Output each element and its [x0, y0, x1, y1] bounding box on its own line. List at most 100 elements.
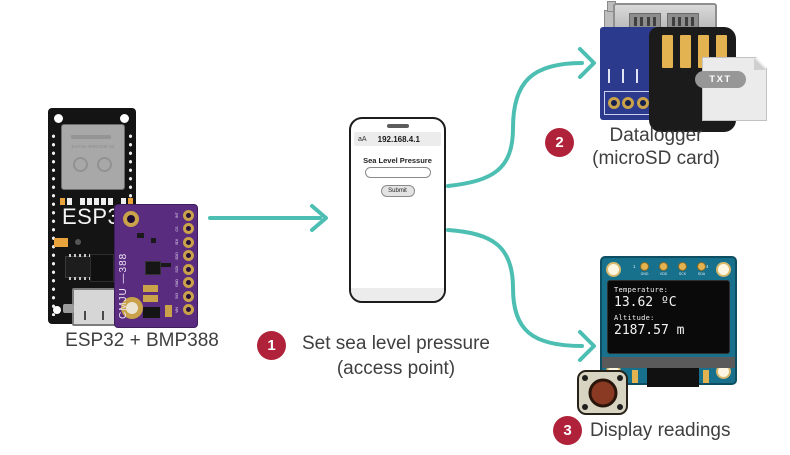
pin-label: VDD — [659, 272, 668, 276]
step-2-label: Datalogger (microSD card) — [577, 124, 735, 170]
button-pin — [617, 375, 623, 381]
pin-label: SDI — [175, 239, 179, 246]
led — [75, 239, 81, 245]
smd-component-row — [60, 198, 133, 205]
url-text: 192.168.4.1 — [377, 134, 420, 144]
ribbon-connector — [647, 368, 699, 387]
pin-hole — [183, 277, 194, 289]
step-badge-1: 1 — [257, 331, 286, 360]
pin: INT — [172, 209, 194, 221]
pin-index-first: 1 — [633, 264, 636, 269]
pin: SDI — [172, 236, 194, 248]
file-fold-corner — [754, 58, 766, 70]
esp32-caption: ESP32 + BMP388 — [65, 330, 219, 351]
step-1-line1: Set sea level pressure — [302, 333, 490, 354]
smd-component — [143, 307, 160, 318]
pin-label: CS — [175, 226, 179, 232]
pin-index-last: 4 — [706, 264, 709, 269]
arrow-phone-to-datalogger-head — [578, 47, 596, 79]
solder-pad — [703, 370, 709, 383]
micro-usb-port — [72, 288, 116, 326]
smd-pad — [143, 285, 158, 292]
button-pin — [582, 375, 588, 381]
pin: GND — [638, 262, 651, 276]
bmp388-sensor-board: CMJU —388 INT CS SDI SDO SCK GND 3V3 VIN — [114, 204, 198, 328]
pin: GND — [172, 277, 194, 289]
slot-contact — [629, 13, 661, 29]
pin-label: 3V3 — [175, 293, 179, 300]
pin-labels — [608, 69, 638, 83]
wifi-logo-icon — [73, 157, 88, 172]
pin-label: SDA — [697, 272, 706, 276]
button-pin — [617, 404, 623, 410]
submit-button[interactable]: Submit — [380, 185, 415, 197]
pin: VIN — [172, 304, 194, 316]
pin-pad — [640, 262, 649, 271]
pin-hole — [183, 223, 194, 235]
pin-header-left — [51, 132, 56, 316]
mounting-hole — [54, 114, 63, 123]
pin: SCK — [172, 263, 194, 275]
mounting-hole — [606, 262, 621, 277]
oled-screen: Temperature: 13.62 ºC Altitude: 2187.57 … — [607, 280, 730, 354]
pin-label: VIN — [175, 306, 179, 313]
temperature-label: Temperature: — [614, 286, 669, 294]
phone-mockup: aA 192.168.4.1 Sea Level Pressure Submit — [349, 117, 446, 303]
phone-bottom-bar — [351, 288, 444, 301]
pin-hole — [183, 263, 194, 275]
step-badge-3: 3 — [553, 416, 582, 445]
oled-pin-header: GND VDD SCK SDA — [638, 262, 708, 276]
form-label: Sea Level Pressure — [363, 156, 432, 165]
arrow-phone-to-datalogger — [446, 61, 584, 188]
smd-pad — [143, 295, 158, 302]
module-pin-header — [604, 91, 652, 115]
browser-url-bar[interactable]: aA 192.168.4.1 — [354, 132, 441, 146]
mounting-hole — [121, 297, 143, 319]
shield-silkscreen-line — [71, 135, 111, 139]
arrow-phone-to-display — [446, 228, 584, 348]
pin-pad — [659, 262, 668, 271]
pin-hole — [183, 236, 194, 248]
module-label: ESP32-WROOM-32 — [71, 144, 115, 149]
mounting-hole — [716, 262, 731, 277]
esp32-wroom-shield: ESP32-WROOM-32 — [61, 124, 125, 190]
arrow-phone-to-display-head — [578, 330, 596, 362]
pin-hole — [183, 209, 194, 221]
bmp388-silkscreen-label: CMJU —388 — [118, 252, 129, 319]
oled-display-module: 1 GND VDD SCK SDA 4 Temperature: 13.62 º… — [600, 256, 737, 387]
pin-hole — [636, 97, 649, 109]
pin-label: SCK — [175, 265, 179, 273]
pin-hole — [183, 250, 194, 262]
smd-pad — [165, 305, 172, 317]
pin: 3V3 — [172, 290, 194, 302]
pin-hole — [183, 290, 194, 302]
bmp388-pin-header: INT CS SDI SDO SCK GND 3V3 VIN — [172, 209, 194, 316]
pin-label: GND — [640, 272, 649, 276]
sea-level-pressure-input[interactable] — [364, 167, 431, 178]
solder-pad — [632, 370, 638, 383]
mounting-hole — [120, 114, 129, 123]
regulator-chip — [90, 254, 114, 282]
boot-button — [63, 304, 74, 313]
display-frame-band — [602, 357, 735, 368]
pin-hole — [622, 97, 634, 109]
pin-pad — [697, 262, 706, 271]
pin-label: SCK — [678, 272, 687, 276]
pin: SDA — [695, 262, 708, 276]
step-2-line2: (microSD card) — [592, 148, 720, 169]
step-badge-2: 2 — [545, 128, 574, 157]
pin: VDD — [657, 262, 670, 276]
capacitor — [54, 238, 68, 247]
smd-component — [161, 263, 171, 267]
txt-file-badge: TXT — [695, 71, 746, 88]
altitude-label: Altitude: — [614, 314, 655, 322]
smd-component — [151, 238, 156, 243]
pin: SCK — [676, 262, 689, 276]
mounting-hole — [53, 306, 61, 314]
pin-hole — [607, 97, 620, 109]
text-file-icon — [702, 57, 767, 121]
reader-mode-icon: aA — [358, 135, 367, 143]
temperature-value: 13.62 ºC — [614, 295, 677, 310]
push-button — [577, 370, 628, 415]
